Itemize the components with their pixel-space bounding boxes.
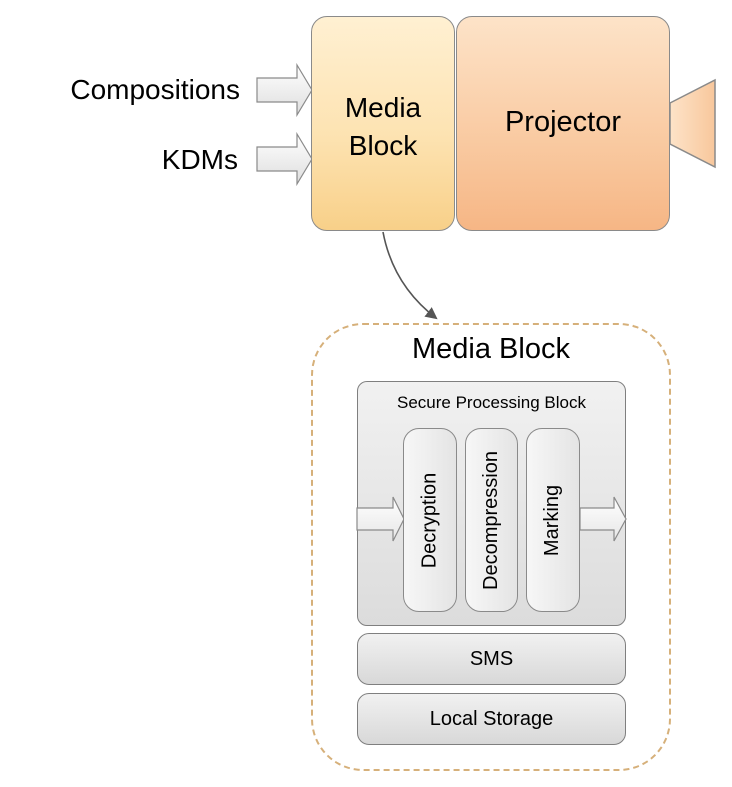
- media-block-label: Media Block: [344, 92, 422, 161]
- spb-input-arrow: [356, 496, 405, 542]
- spb-output-arrow: [579, 496, 627, 542]
- projector-box[interactable]: Projector: [456, 16, 670, 231]
- secure-processing-block-title: Secure Processing Block: [397, 393, 586, 412]
- kdms-input-arrow: [256, 131, 313, 187]
- decryption-label: Decryption: [418, 472, 441, 568]
- media-block-detail-container: [311, 323, 671, 771]
- marking-stage[interactable]: Marking: [526, 428, 580, 612]
- compositions-label: Compositions: [70, 74, 240, 105]
- decompression-stage[interactable]: Decompression: [465, 428, 518, 612]
- compositions-input-arrow: [256, 62, 313, 118]
- media-block-detail-title: Media Block: [412, 333, 570, 365]
- local-storage-block[interactable]: Local Storage: [357, 693, 626, 745]
- decompression-label: Decompression: [480, 450, 503, 590]
- marking-label: Marking: [541, 484, 564, 556]
- sms-label: SMS: [469, 647, 514, 670]
- local-storage-label: Local Storage: [429, 707, 554, 730]
- kdms-label: KDMs: [161, 144, 238, 175]
- projector-lens-icon: [669, 78, 716, 169]
- decryption-stage[interactable]: Decryption: [403, 428, 457, 612]
- sms-block[interactable]: SMS: [357, 633, 626, 685]
- expand-connector-arrow: [382, 231, 438, 320]
- media-block-box[interactable]: Media Block: [311, 16, 455, 231]
- projector-label: Projector: [504, 106, 622, 138]
